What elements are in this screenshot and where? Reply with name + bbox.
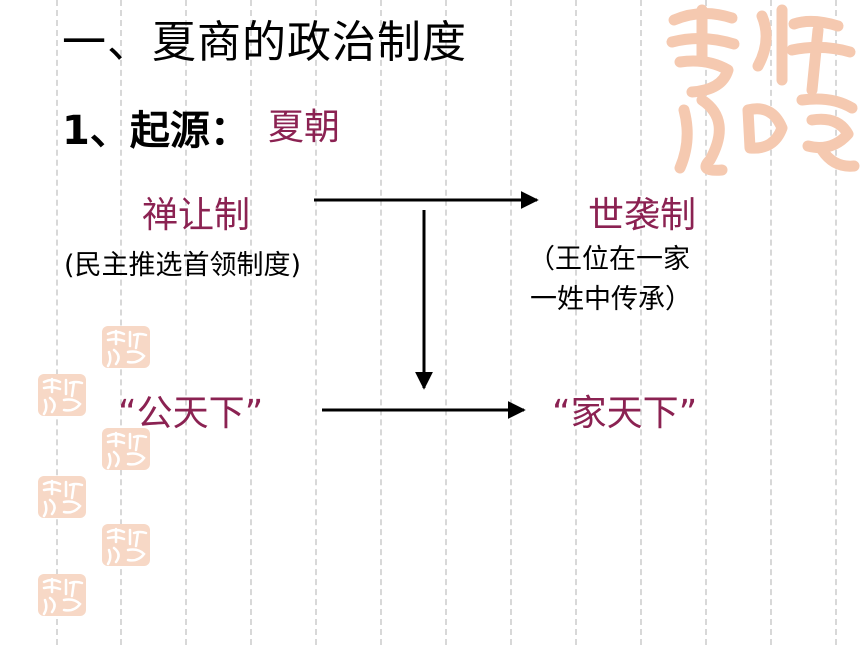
- auspicious-seal-icon: [38, 574, 86, 616]
- auspicious-seal-icon: [666, 4, 860, 176]
- hereditary-note-line2: 一姓中传承）: [530, 284, 692, 315]
- auspicious-seal-icon: [102, 524, 150, 566]
- auspicious-seal-icon: [102, 326, 150, 368]
- origin-value: 夏朝: [268, 107, 341, 148]
- hereditary-system: 世袭制: [588, 195, 697, 236]
- auspicious-seal-icon: [38, 476, 86, 518]
- hereditary-note-line1: （王位在一家: [528, 244, 690, 275]
- abdication-note: (民主推选首领制度): [64, 250, 302, 281]
- auspicious-seal-icon: [102, 428, 150, 470]
- abdication-system: 禅让制: [142, 195, 251, 236]
- public-world-label: “公天下”: [118, 393, 264, 434]
- origin-label: 1、起源：: [62, 108, 250, 154]
- slide-title: 一、夏商的政治制度: [62, 17, 467, 68]
- family-world-label: “家天下”: [552, 393, 698, 434]
- auspicious-seal-icon: [38, 374, 86, 416]
